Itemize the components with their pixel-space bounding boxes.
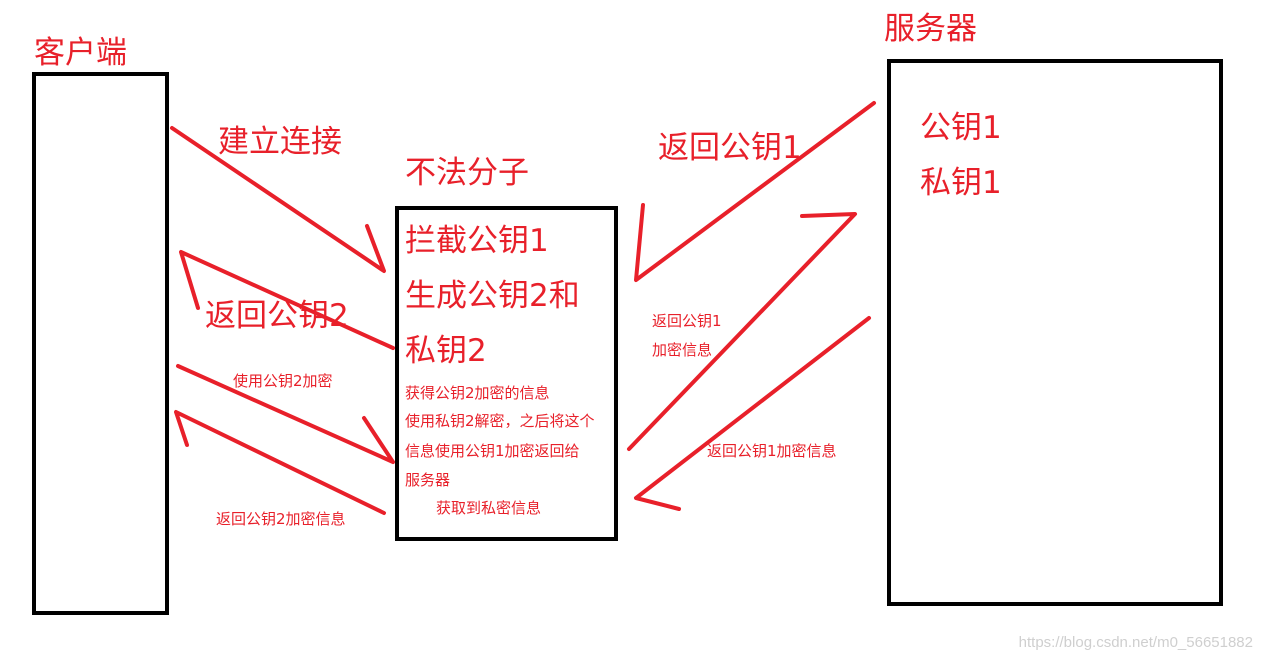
label-return-pub1-line2: 加密信息 — [652, 341, 713, 359]
label-return-pub2-encrypted: 返回公钥2加密信息 — [216, 510, 346, 528]
label-encrypt-pub2: 使用公钥2加密 — [233, 372, 333, 390]
server-private-key: 私钥1 — [920, 165, 1002, 201]
arrow-forward-pub1-encrypted — [627, 212, 857, 451]
attacker-step-generate: 生成公钥2和 — [405, 278, 580, 314]
server-box — [887, 59, 1223, 606]
attacker-box — [395, 206, 618, 541]
attacker-step-private: 私钥2 — [405, 333, 487, 369]
server-title: 服务器 — [884, 11, 977, 47]
attacker-step-intercept: 拦截公钥1 — [405, 223, 549, 259]
label-establish-connection: 建立连接 — [218, 124, 342, 160]
label-return-pub2: 返回公钥2 — [205, 298, 349, 334]
attacker-note-1: 获得公钥2加密的信息 — [405, 384, 550, 402]
client-box — [32, 72, 169, 615]
watermark: https://blog.csdn.net/m0_56651882 — [1018, 634, 1253, 651]
label-return-pub1-encrypted: 返回公钥1加密信息 — [707, 442, 837, 460]
label-return-pub1: 返回公钥1 — [658, 130, 802, 166]
client-title: 客户端 — [34, 35, 127, 71]
attacker-note-3: 信息使用公钥1加密返回给 — [405, 442, 580, 460]
arrow-return-pub2-encrypted — [174, 410, 386, 515]
attacker-note-2: 使用私钥2解密，之后将这个 — [405, 412, 595, 430]
server-public-key: 公钥1 — [920, 110, 1002, 146]
attacker-title: 不法分子 — [405, 155, 529, 191]
attacker-note-4: 服务器 — [405, 471, 451, 489]
label-return-pub1-line1: 返回公钥1 — [652, 312, 722, 330]
attacker-result: 获取到私密信息 — [436, 499, 542, 517]
